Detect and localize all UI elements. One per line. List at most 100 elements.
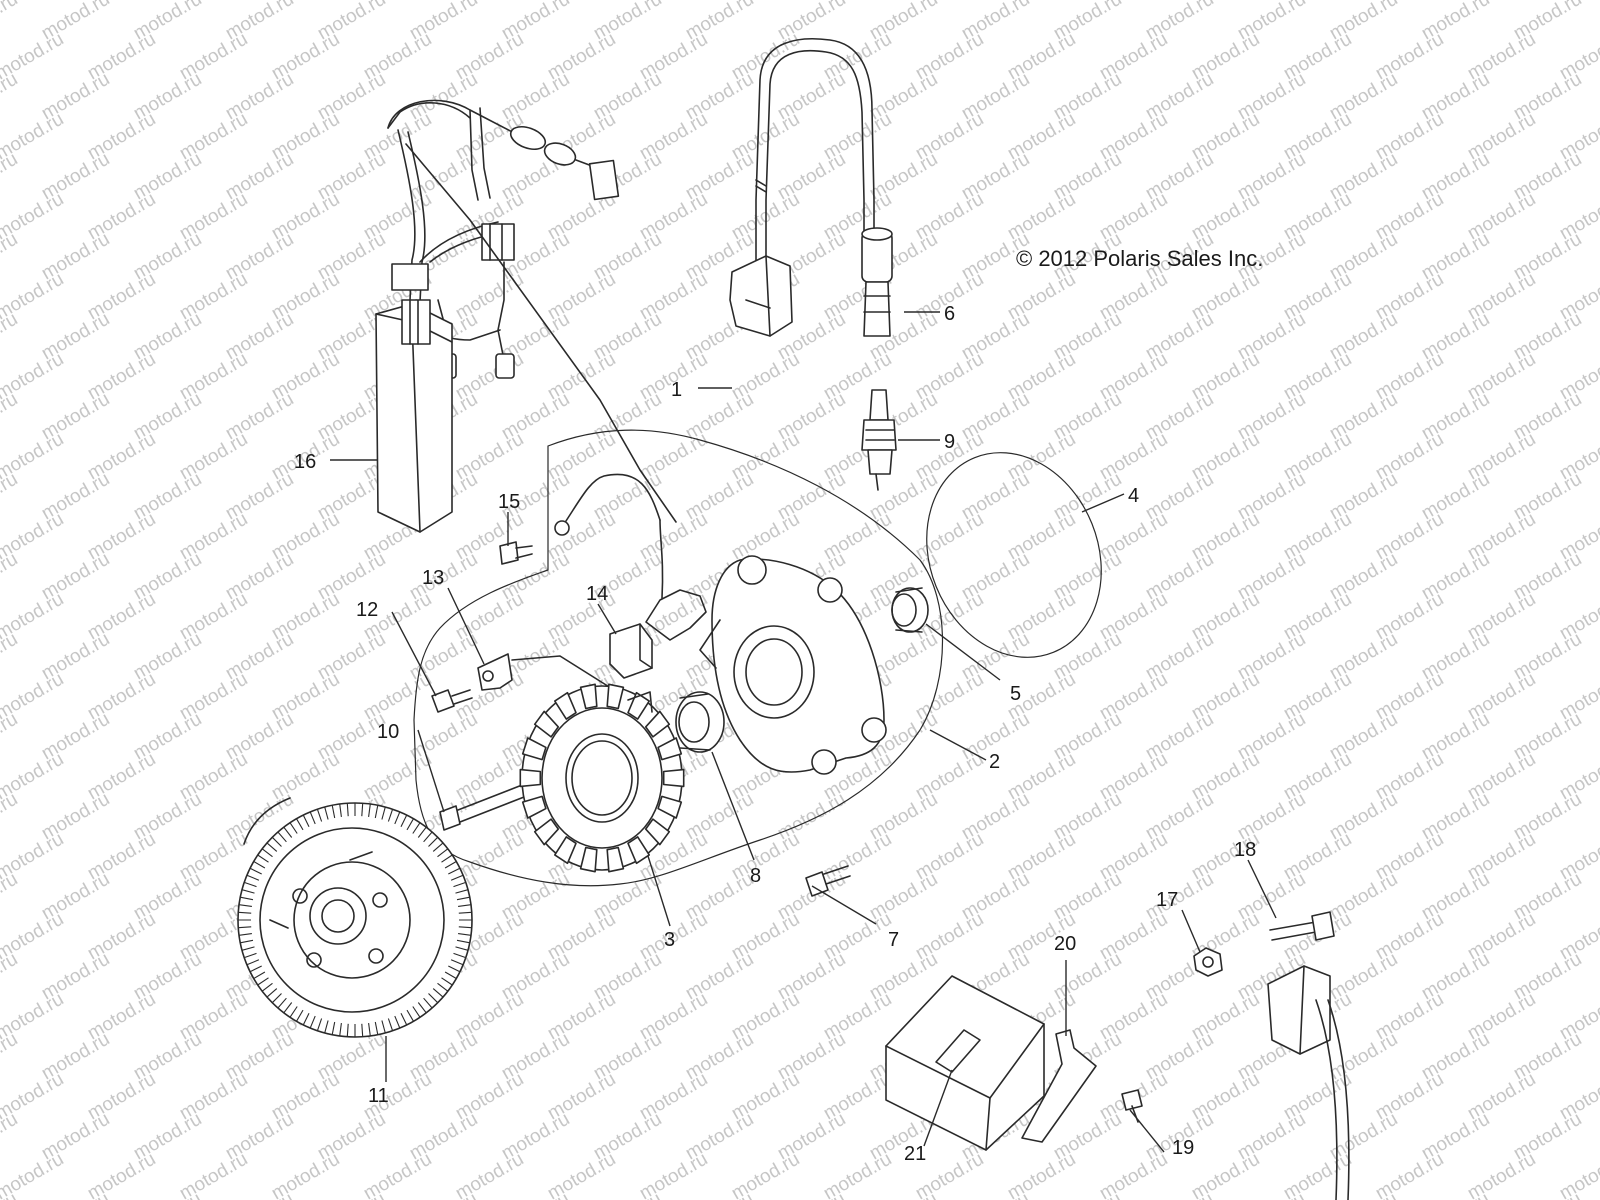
flywheel-tooth [412,1006,421,1018]
callout-labels: 1 2 3 4 5 6 7 8 9 10 11 12 13 14 15 16 1… [294,303,1256,1165]
watermark-text: motod.ru [866,1189,941,1200]
watermark-text: motod.ru [0,1109,21,1165]
stator-tooth [657,737,683,761]
flywheel-tooth [423,831,433,843]
flywheel-tooth [361,1023,364,1037]
flywheel-tooth [238,904,252,907]
watermark-text: motod.ru [0,389,21,445]
cdi-module-16 [375,299,453,533]
flywheel-tooth [381,806,386,820]
flywheel-tooth [240,896,254,901]
flywheel-tooth [261,982,273,992]
pickup-sensor-14 [609,519,707,679]
flywheel-tooth [283,826,293,838]
spark-plug-cap-6 [861,227,893,337]
stator-tooth [554,836,577,865]
flywheel-tooth [456,896,470,901]
watermark-text: motod.ru [958,1189,1033,1200]
flywheel-tooth [400,1013,408,1026]
flywheel-tooth [266,988,278,998]
watermark-text: motod.ru [1142,1189,1217,1200]
callout-9: 9 [944,431,955,453]
stator-tooth [521,795,547,819]
flywheel-tooth [458,904,472,907]
screw-12 [431,689,473,713]
flywheel-tooth [253,971,266,979]
flywheel-tooth [309,811,316,825]
flywheel-tooth [437,848,449,858]
watermark-text: motod.ru [0,1029,21,1085]
stator-tooth [579,846,598,873]
flywheel-tooth [361,803,364,817]
stator-tooth [644,710,671,738]
flywheel-tooth [244,952,257,959]
callout-7: 7 [888,929,899,951]
callout-17: 17 [1156,889,1178,911]
leader-lines [330,311,1277,1153]
watermark-text: motod.ru [0,549,21,605]
flywheel-tooth [441,854,453,863]
callout-21: 21 [904,1143,926,1165]
flywheel-tooth [444,971,457,979]
flywheel-tooth [394,1015,401,1029]
stator-tooth [519,768,542,788]
watermark-text: motod.ru [222,1189,297,1200]
ignition-coil-1 [729,37,875,337]
watermark-text: motod.ru [0,869,21,925]
flywheel-tooth [456,939,470,944]
callout-4: 4 [1128,485,1139,507]
flywheel-tooth [455,889,469,894]
flywheel-tooth [417,826,427,838]
flywheel-tooth [296,1009,304,1022]
flywheel-tooth [309,1015,316,1029]
callout-12: 12 [356,599,378,621]
flywheel-tooth [368,1023,371,1037]
flywheel-tooth [428,993,439,1004]
watermark-text: motod.ru [590,1189,665,1200]
flywheel-tooth [428,836,439,847]
watermark-text: motod.ru [38,1189,113,1200]
flywheel-11 [237,797,473,1038]
watermark-text: motod.ru [498,1189,573,1200]
watermark-text: motod.ru [1326,1189,1401,1200]
flywheel-tooth [296,818,304,831]
crankcase-outline [413,429,944,887]
watermark-text: motod.ru [130,1189,205,1200]
flywheel-tooth [277,997,287,1009]
flywheel-tooth [339,1023,342,1037]
stator-3 [519,683,685,873]
callout-16: 16 [294,451,316,473]
flywheel-tooth [412,822,421,834]
flywheel-tooth [238,933,252,936]
bolt-18 [1269,911,1335,941]
watermark-text: motod.ru [0,0,21,44]
flywheel-tooth [346,803,349,817]
flywheel-tooth [277,831,287,843]
callout-10: 10 [377,721,399,743]
callout-18: 18 [1234,839,1256,861]
flywheel-tooth [400,814,408,827]
flywheel-tooth [316,809,323,822]
flywheel-tooth [302,814,310,827]
watermark-text: motod.ru [0,1189,21,1200]
bracket-20 [1021,1029,1097,1143]
stator-tooth [606,846,625,873]
callout-3: 3 [664,929,675,951]
watermark-text: motod.ru [1510,1189,1585,1200]
callout-11: 11 [368,1085,389,1107]
watermark-text: motod.ru [0,229,21,285]
flywheel-tooth [374,1021,379,1035]
flywheel-tooth [302,1013,310,1026]
flywheel-tooth [246,959,260,966]
callout-19: 19 [1172,1137,1194,1159]
connector-harness [1267,965,1350,1200]
module-21 [885,975,1045,1151]
flywheel-tooth [257,977,269,986]
flywheel-tooth [448,867,461,875]
callout-1: 1 [671,379,682,401]
flywheel-tooth [381,1020,386,1034]
flywheel-tooth [450,959,464,966]
callout-13: 13 [422,567,444,589]
flywheel-tooth [458,933,472,936]
stator-tooth [644,818,671,846]
